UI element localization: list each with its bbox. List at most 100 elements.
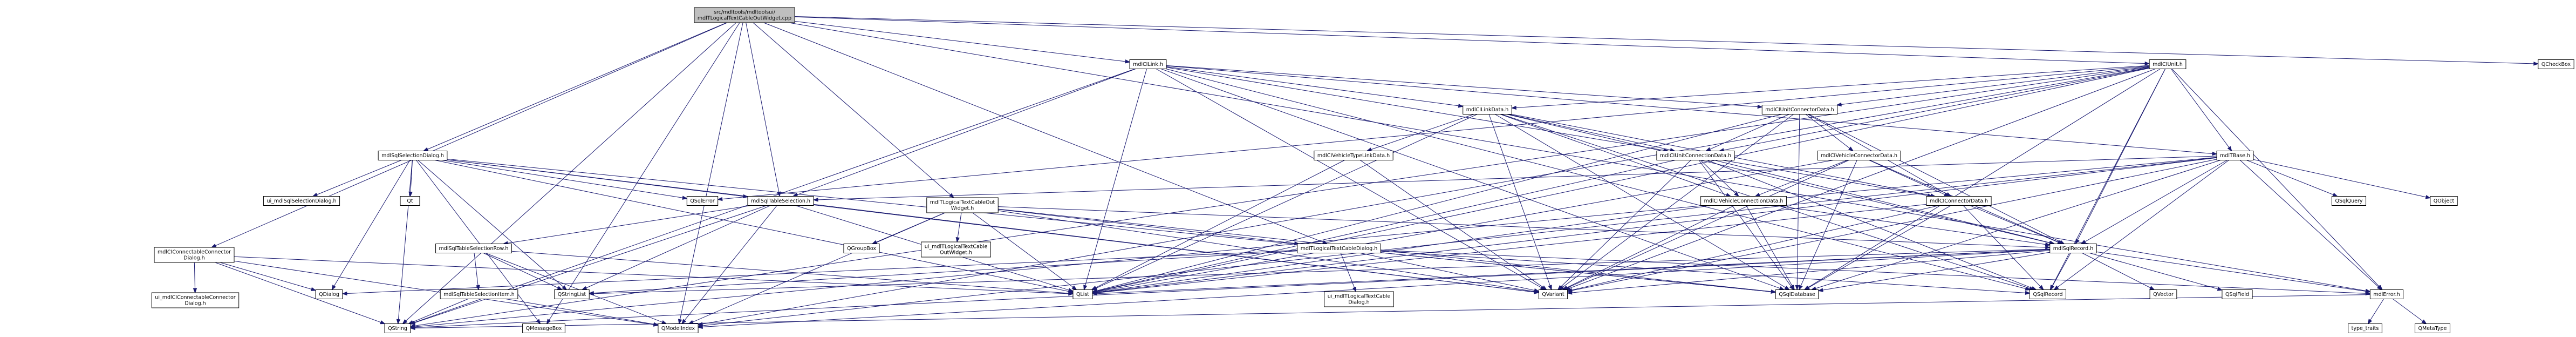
edge-mdltbase-h-to-mdlerror-h bbox=[2239, 160, 2382, 291]
edge-line bbox=[2057, 160, 2229, 288]
node-box bbox=[843, 244, 880, 253]
node-mdlcivehicleconnectiondata-h[interactable]: mdlCIVehicleConnectionData.h bbox=[1700, 196, 1787, 206]
edge-line bbox=[1500, 114, 1727, 196]
node-ui-mdltlogicaltextcableoutwidget-h[interactable]: ui_mdlTLogicalTextCableOutWidget.h bbox=[921, 241, 991, 258]
node-box bbox=[2029, 289, 2067, 299]
node-mdlcilink-h[interactable]: mdlCILink.h bbox=[1129, 59, 1167, 69]
node-qlist[interactable]: QList bbox=[1072, 289, 1093, 299]
node-mdlciunit-h[interactable]: mdlCIUnit.h bbox=[2149, 59, 2186, 69]
node-mdlcilinkdata-h[interactable]: mdlCILinkData.h bbox=[1463, 105, 1512, 114]
arrowhead bbox=[210, 244, 217, 248]
node-type-traits[interactable]: type_traits bbox=[2348, 323, 2382, 333]
node-qsqlquery[interactable]: QSqlQuery bbox=[2331, 196, 2367, 206]
node-mdlsqltableselection-h[interactable]: mdlSqlTableSelection.h bbox=[747, 196, 814, 206]
arrowhead bbox=[2053, 285, 2059, 291]
node-box bbox=[694, 7, 795, 23]
node-box bbox=[1324, 291, 1394, 307]
node-qmodelindex[interactable]: QModelIndex bbox=[658, 323, 699, 333]
edge-root-to-qmessagebox bbox=[546, 22, 740, 325]
node-qmetatype[interactable]: QMetaType bbox=[2415, 323, 2450, 333]
arrowhead bbox=[682, 196, 688, 200]
edge-line bbox=[1566, 205, 1734, 288]
edge-mdlciunit-h-to-mdlerror-h bbox=[2171, 69, 2383, 291]
edge-mdlcilink-h-to-qlist bbox=[1083, 69, 1147, 291]
node-root: src/mdltools/mdltoolsui/mdlTLogicalTextC… bbox=[694, 7, 795, 23]
node-qvariant[interactable]: QVariant bbox=[1538, 289, 1568, 299]
edge-mdltlogicaltextcabledialog-h-to-ui-mdltlogicaltextcabledialog-h bbox=[1340, 253, 1357, 293]
arrowhead bbox=[409, 326, 415, 331]
edge-line bbox=[1841, 66, 2150, 105]
edge-mdlcilink-h-to-mdlciunitconnectordata-h bbox=[1166, 65, 1763, 109]
edge-line bbox=[789, 22, 2366, 291]
node-box bbox=[400, 196, 420, 206]
node-box bbox=[2149, 59, 2186, 69]
node-box bbox=[1297, 244, 1381, 253]
node-qsqlrecord[interactable]: QSqlRecord bbox=[2029, 289, 2067, 299]
node-mdlsqltableselectionrow-h[interactable]: mdlSqlTableSelectionRow.h bbox=[435, 244, 512, 253]
node-mdlcivehicletypelinkdata-h[interactable]: mdlCIVehicleTypeLinkData.h bbox=[1314, 151, 1393, 160]
edge-line bbox=[1085, 69, 1147, 286]
edge-line bbox=[2052, 69, 2166, 286]
node-mdlcivehicleconnectordata-h[interactable]: mdlCIVehicleConnectorData.h bbox=[1817, 151, 1901, 160]
node-qsqldatabase[interactable]: QSqlDatabase bbox=[1775, 289, 1819, 299]
edge-line bbox=[1571, 205, 1939, 291]
edge-line bbox=[2096, 251, 2366, 292]
edge-line bbox=[702, 157, 2217, 326]
edge-line bbox=[797, 69, 1136, 196]
node-box bbox=[378, 151, 448, 160]
edge-line bbox=[1567, 160, 1849, 288]
node-label: mdlCIUnitConnectionData.h bbox=[1660, 153, 1731, 159]
node-mdltlogicaltextcabledialog-h[interactable]: mdlTLogicalTextCableDialog.h bbox=[1297, 244, 1381, 253]
edge-line bbox=[817, 156, 2217, 200]
edge-mdlciconnectordata-h-to-qsqlrecord bbox=[1963, 205, 2044, 291]
node-qvector[interactable]: QVector bbox=[2149, 289, 2177, 299]
node-mdlsqlselectiondialog-h[interactable]: mdlSqlSelectionDialog.h bbox=[378, 151, 448, 160]
node-mdltlogicaltextcableoutwidget-h[interactable]: mdlTLogicalTextCableOutWidget.h bbox=[926, 197, 999, 213]
node-mdlerror-h[interactable]: mdlError.h bbox=[2369, 289, 2404, 299]
node-box bbox=[686, 196, 719, 206]
edge-root-to-mdltlogicaltextcabledialog-h bbox=[763, 22, 1328, 245]
node-ui-mdlsqlselectiondialog-h[interactable]: ui_mdlSqlSelectionDialog.h bbox=[263, 196, 340, 206]
node-label: OutWidget.h bbox=[940, 250, 972, 256]
node-qstring[interactable]: QString bbox=[384, 323, 411, 333]
edge-line bbox=[2082, 253, 2151, 288]
node-qmessagebox[interactable]: QMessageBox bbox=[522, 323, 565, 333]
node-mdltbase-h[interactable]: mdlTBase.h bbox=[2216, 151, 2254, 160]
edge-line bbox=[1371, 114, 1474, 150]
edge-mdlcivehicletypelinkdata-h-to-qlist bbox=[1091, 160, 1345, 291]
node-qsqlfield[interactable]: QSqlField bbox=[2222, 289, 2253, 299]
edge-line bbox=[1561, 160, 1691, 287]
node-ui-mdltlogicaltextcabledialog-h[interactable]: ui_mdlTLogicalTextCableDialog.h bbox=[1324, 291, 1394, 307]
edge-mdlcilinkdata-h-to-qlist bbox=[1091, 114, 1478, 291]
edge-line bbox=[1508, 114, 1671, 151]
node-box bbox=[263, 196, 340, 206]
edge-line bbox=[346, 250, 1297, 294]
edge-mdlsqlrecord-h-to-qmodelindex bbox=[697, 249, 2050, 329]
edge-mdltlogicaltextcabledialog-h-to-qsqlrecord bbox=[1381, 251, 2031, 295]
node-mdlciconnectordata-h[interactable]: mdlCIConnectorData.h bbox=[1926, 196, 1992, 206]
edge-mdltbase-h-to-qobject bbox=[2253, 159, 2431, 199]
edge-line bbox=[2089, 253, 2218, 289]
node-mdlsqltableselectionitem-h[interactable]: mdlSqlTableSelectionItem.h bbox=[440, 289, 518, 299]
node-qobject[interactable]: QObject bbox=[2430, 196, 2458, 206]
node-mdlciunitconnectordata-h[interactable]: mdlCIUnitConnectorData.h bbox=[1761, 105, 1838, 114]
node-qt[interactable]: Qt bbox=[400, 196, 420, 206]
edge-mdlsqltableselectionitem-h-to-qstring bbox=[408, 299, 468, 325]
edge-line bbox=[2370, 299, 2384, 321]
node-qgroupbox[interactable]: QGroupBox bbox=[843, 244, 880, 253]
node-qcheckbox[interactable]: QCheckBox bbox=[2538, 59, 2574, 69]
node-qstringlist[interactable]: QStringList bbox=[554, 289, 590, 299]
node-mdlciunitconnectiondata-h[interactable]: mdlCIUnitConnectionData.h bbox=[1656, 151, 1735, 160]
edge-line bbox=[317, 160, 402, 195]
arrowhead bbox=[743, 194, 749, 199]
edge-mdlciunitconnectiondata-h-to-qvariant bbox=[1557, 160, 1691, 291]
edge-line bbox=[1808, 205, 1951, 288]
arrowhead bbox=[1771, 289, 1776, 294]
node-qdialog[interactable]: QDialog bbox=[315, 289, 343, 299]
node-label: mdlSqlTableSelectionItem.h bbox=[443, 292, 515, 298]
edge-line bbox=[414, 66, 2150, 326]
node-qsqlerror[interactable]: QSqlError bbox=[686, 196, 719, 206]
node-mdlsqlrecord-h[interactable]: mdlSqlRecord.h bbox=[2049, 244, 2097, 253]
